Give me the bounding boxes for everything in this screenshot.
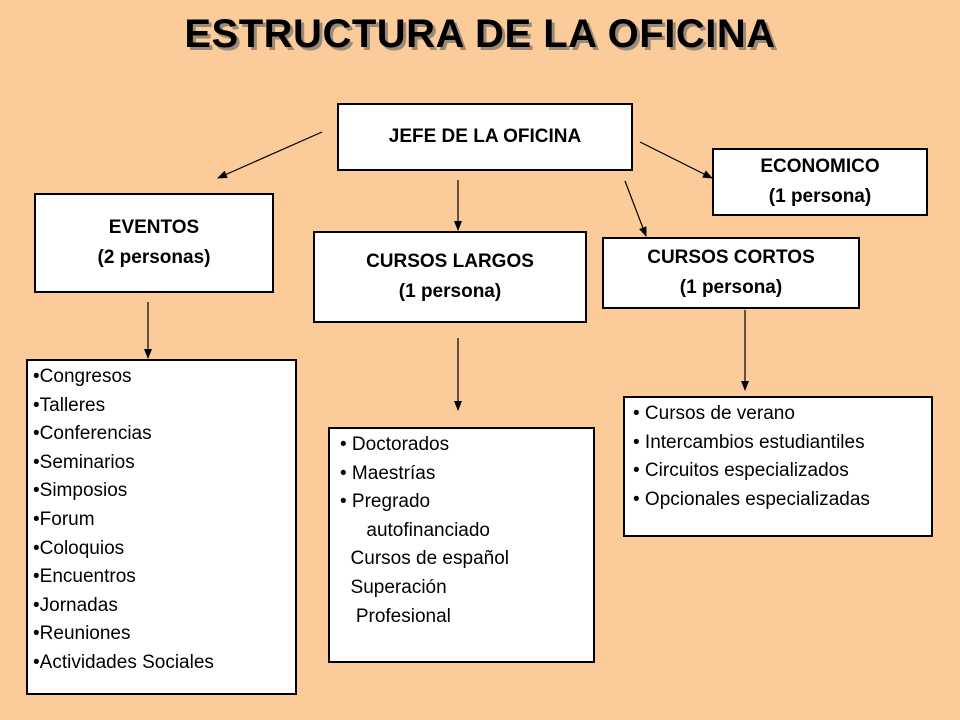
eventos-label: EVENTOS	[108, 217, 200, 238]
diagram-title: ESTRUCTURA DE LA OFICINA	[184, 12, 776, 56]
list-item: •Simposios	[33, 480, 128, 502]
list-item: • Doctorados	[340, 434, 450, 455]
list-item: • Opcionales especializadas	[633, 488, 870, 510]
list-item: •Forum	[33, 508, 95, 530]
list-item: •Reuniones	[33, 623, 131, 645]
list-item: autofinanciado	[340, 519, 490, 541]
arrow-jefe-to-eventos	[217, 131, 323, 179]
list-item: • Pregrado	[340, 491, 431, 513]
cursos-largos-list: • Doctorados • Maestrías • Pregrado auto…	[328, 427, 595, 663]
list-item: •Talleres	[33, 394, 106, 416]
eventos-box: EVENTOS (2 personas)	[34, 193, 274, 293]
list-item: • Intercambios estudiantiles	[633, 431, 865, 453]
economico-staff: (1 persona)	[768, 186, 872, 207]
cursos-cortos-box: CURSOS CORTOS (1 persona)	[602, 237, 860, 309]
list-item: •Jornadas	[33, 594, 118, 616]
list-item: •Actividades Sociales	[33, 651, 214, 673]
economico-label: ECONOMICO	[760, 156, 880, 177]
jefe-box: JEFE DE LA OFICINA	[337, 103, 633, 171]
list-item: • Maestrías	[340, 462, 436, 484]
cursos-largos-staff: (1 persona)	[398, 281, 502, 302]
list-item: •Conferencias	[33, 423, 152, 445]
arrow-jefe-to-cursos-cortos	[624, 180, 647, 237]
cursos-cortos-list: • Cursos de verano • Intercambios estudi…	[623, 396, 933, 537]
list-item: •Seminarios	[33, 451, 135, 473]
list-item: Profesional	[340, 605, 451, 627]
eventos-list: •Congresos •Talleres •Conferencias •Semi…	[26, 359, 297, 695]
cursos-largos-box: CURSOS LARGOS (1 persona)	[313, 231, 587, 323]
list-item: •Coloquios	[33, 537, 125, 559]
economico-box: ECONOMICO (1 persona)	[712, 148, 928, 216]
list-item: •Congresos	[33, 366, 132, 387]
list-item: Cursos de español	[340, 548, 509, 570]
list-item: •Encuentros	[33, 566, 136, 588]
jefe-label: JEFE DE LA OFICINA	[388, 126, 582, 147]
list-item: Superación	[340, 576, 447, 598]
list-item: • Cursos de verano	[633, 403, 795, 424]
cursos-cortos-staff: (1 persona)	[679, 277, 783, 298]
arrow-jefe-to-economico	[639, 141, 713, 179]
list-item: • Circuitos especializados	[633, 460, 849, 482]
eventos-staff: (2 personas)	[97, 247, 211, 268]
cursos-largos-label: CURSOS LARGOS	[366, 251, 534, 272]
cursos-cortos-label: CURSOS CORTOS	[647, 247, 815, 268]
